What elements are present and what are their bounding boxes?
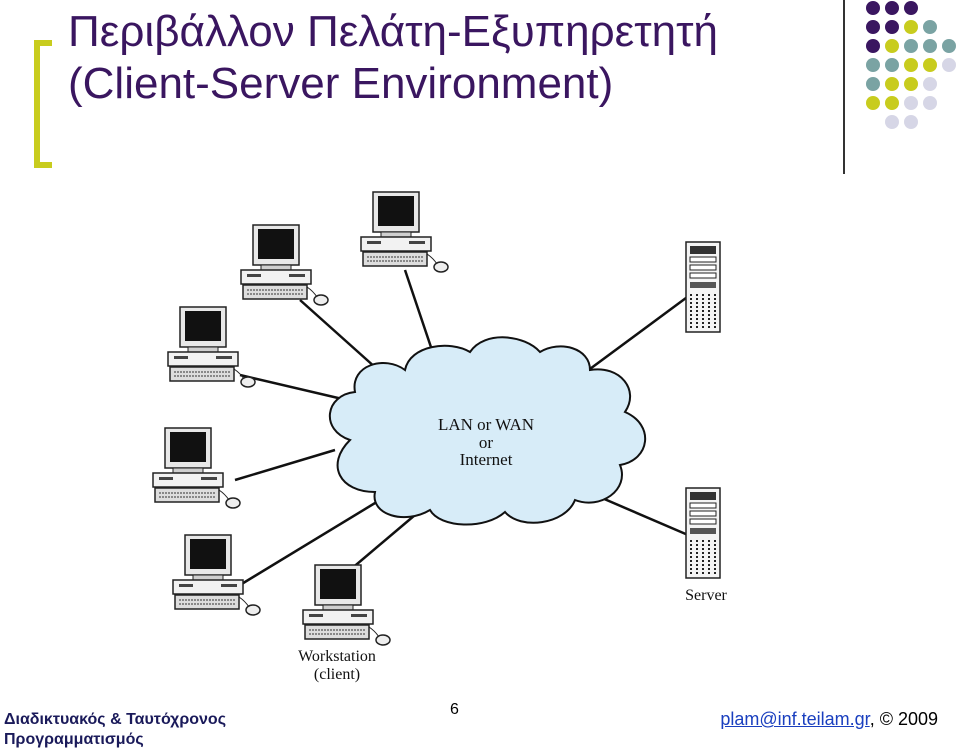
- slide-title: Περιβάλλον Πελάτη-Εξυπηρετητή (Client-Se…: [68, 6, 718, 110]
- client-label-line1: Workstation: [298, 648, 376, 665]
- cloud-label-line3: Internet: [460, 450, 513, 469]
- link-ws-lower-left: [239, 498, 381, 587]
- workstation-upper-left: [240, 224, 329, 306]
- title-line-english: (Client-Server Environment): [68, 59, 614, 108]
- link-ws-mid-left: [234, 448, 336, 482]
- network-cloud: [329, 336, 646, 526]
- network-links: [234, 269, 691, 587]
- server-top: [685, 241, 721, 333]
- workstation-bottom: [302, 564, 391, 646]
- link-ws-bottom: [349, 514, 416, 571]
- server-label: Server: [685, 587, 727, 604]
- cloud-label-line2: or: [479, 433, 494, 452]
- link-server-top: [574, 293, 691, 382]
- workstation-top: [360, 191, 449, 273]
- title-bracket: [34, 40, 52, 168]
- footer-contact: plam@inf.teilam.gr, © 2009: [720, 709, 938, 730]
- course-name: Διαδικτυακός & Ταυτόχρονος Προγραμματισμ…: [4, 710, 226, 750]
- header-divider: [843, 0, 845, 174]
- server-bottom: [685, 487, 721, 579]
- title-line-greek: Περιβάλλον Πελάτη-Εξυπηρετητή: [68, 7, 718, 56]
- course-name-line2: Προγραμματισμός: [4, 731, 144, 748]
- network-diagram: LAN or WAN or Internet Server Workstatio…: [152, 191, 728, 683]
- workstation-mid-left: [152, 427, 241, 509]
- workstation-lower-left: [172, 534, 261, 616]
- copyright-text: , © 2009: [869, 709, 938, 729]
- course-name-line1: Διαδικτυακός & Ταυτόχρονος: [4, 711, 227, 728]
- email-link[interactable]: plam@inf.teilam.gr: [720, 709, 870, 729]
- link-server-bottom: [594, 493, 689, 537]
- client-label-line2: (client): [314, 666, 360, 683]
- page-number: 6: [450, 701, 459, 718]
- decorative-dot-grid: [866, 1, 956, 129]
- cloud-label-line1: LAN or WAN: [438, 415, 534, 434]
